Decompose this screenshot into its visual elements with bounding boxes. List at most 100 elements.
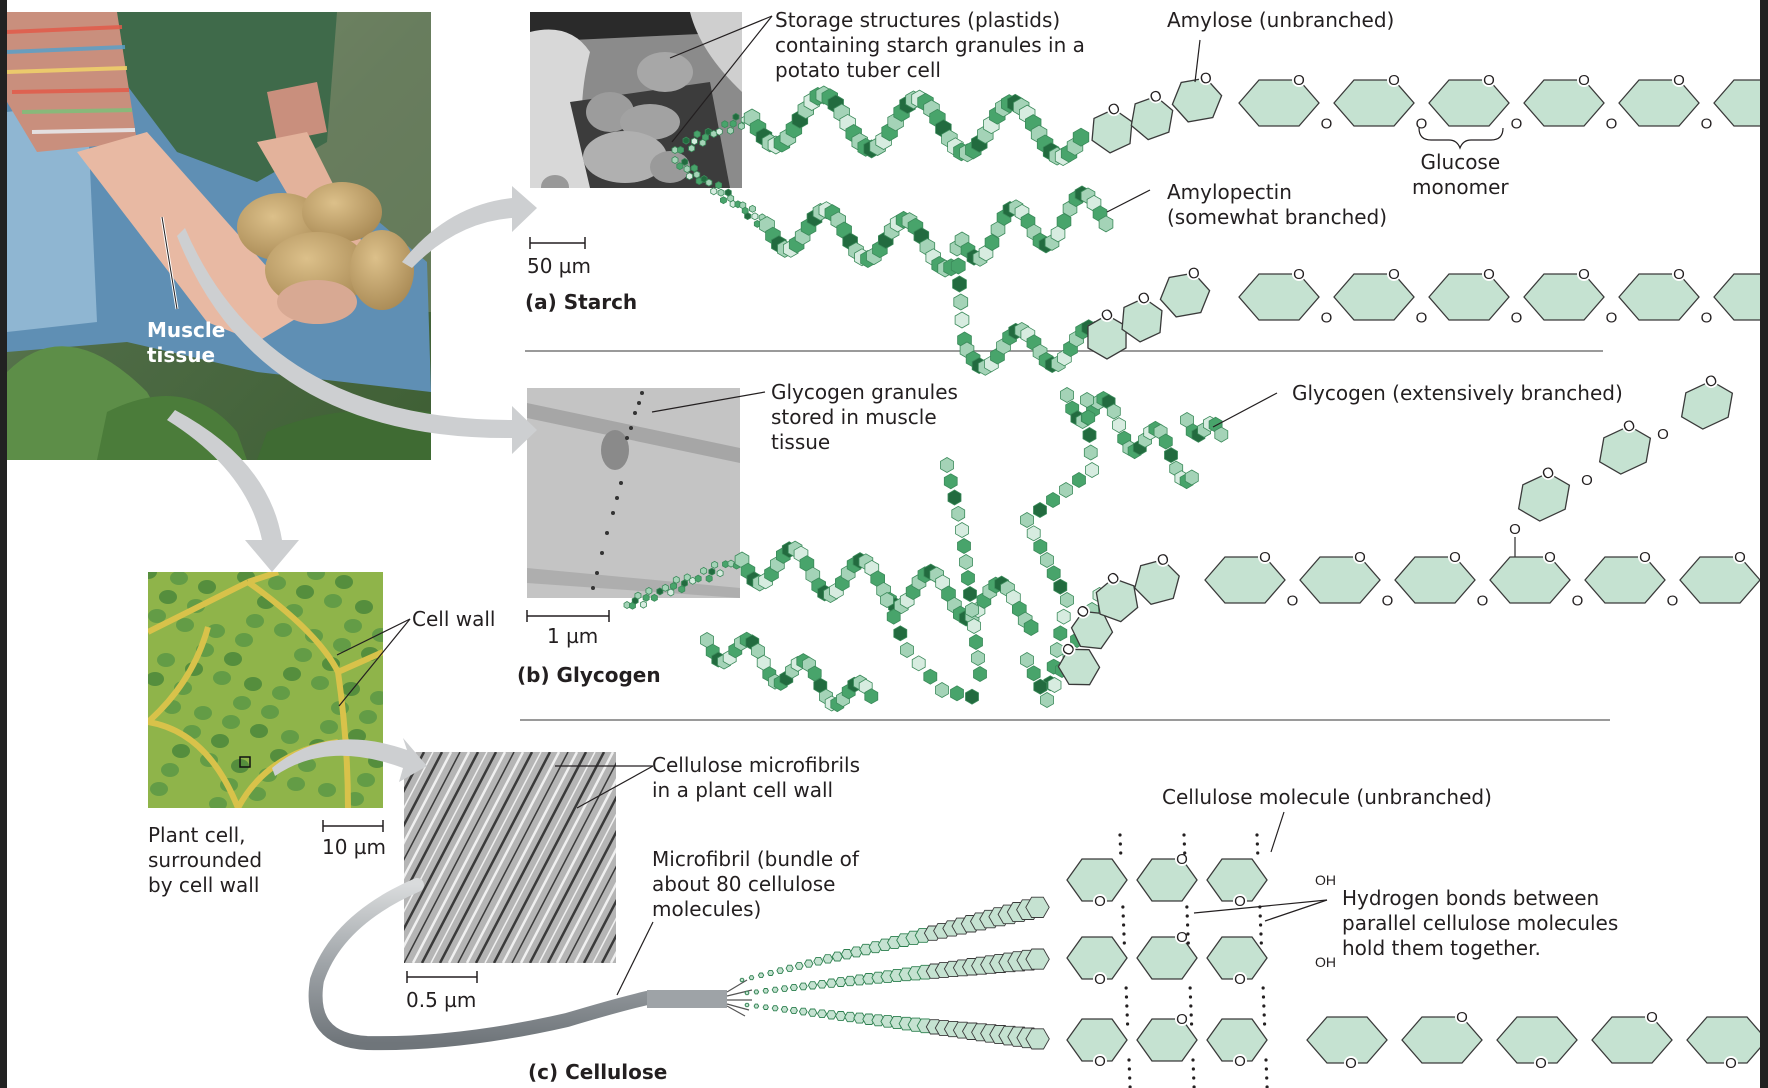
glucose-bead (911, 655, 926, 672)
glucose-ring: O (1686, 1016, 1760, 1072)
glucose-bead (1072, 472, 1086, 488)
ring-oxygen-atom: O (1094, 1053, 1106, 1070)
glycosidic-oxygen: O (1509, 521, 1521, 538)
glucose-bead (1040, 692, 1054, 708)
glucose-bead (1214, 426, 1229, 443)
glucose-bead (1080, 392, 1094, 408)
ring-oxygen-atom: O (1259, 549, 1271, 566)
glucose-ring: O (1333, 266, 1415, 321)
glucose-bead (1072, 127, 1090, 147)
glycogen-micrograph-callout: Glycogen granules stored in muscle tissu… (771, 380, 958, 454)
glycosidic-oxygen: O (1511, 310, 1523, 327)
ring-oxygen-atom: O (1345, 1055, 1357, 1072)
ring-oxygen-atom: O (1234, 893, 1246, 910)
glucose-bead (961, 570, 975, 586)
glucose-bead (1056, 213, 1072, 230)
glycogen-molecule-label: Glycogen (extensively branched) (1292, 381, 1623, 405)
amylose-label: Amylose (unbranched) (1167, 8, 1395, 32)
glucose-bead (720, 196, 727, 205)
glucose-ring: O (1591, 1009, 1673, 1064)
glucose-ring: O (1584, 549, 1666, 604)
glucose-ring: O (1134, 550, 1180, 606)
plant-cell-caption: Plant cell, surrounded by cell wall (148, 823, 263, 897)
glucose-bead (959, 554, 973, 570)
ring-oxygen-atom: O (1673, 266, 1685, 283)
glucose-ring: O (1394, 549, 1476, 604)
glycogen-panel-label: (b) Glycogen (517, 663, 661, 687)
glucose-bead (670, 582, 677, 591)
glucose-bead (967, 618, 981, 634)
zoom-region-box (239, 756, 251, 768)
glycogen-chain-main (734, 540, 1039, 636)
glucose-bead (727, 559, 735, 568)
glucose-ring: O (1299, 549, 1381, 604)
glucose-bead (751, 212, 759, 221)
glycosidic-oxygen: O (1667, 593, 1679, 610)
glucose-ring: O (1206, 858, 1268, 910)
glucose-bead (1112, 417, 1126, 434)
glucose-bead (1033, 502, 1047, 518)
starch-micrograph-callout: Storage structures (plastids) containing… (775, 8, 1085, 82)
glycogen-scale-label: 1 µm (547, 624, 599, 648)
glucose-ring: O (1136, 851, 1198, 902)
glucose-ring: O (1070, 602, 1114, 650)
glycosidic-oxygen: O (1511, 116, 1523, 133)
glucose-ring: O (1428, 72, 1510, 127)
glucose-bead (1164, 447, 1178, 464)
glycosidic-oxygen: O (1606, 310, 1618, 327)
glucose-bead (950, 257, 966, 275)
glucose-ring: O (1171, 69, 1223, 123)
glucose-bead (965, 602, 979, 618)
glucose-ring: O (1523, 72, 1605, 127)
ring-oxygen-atom: O (1094, 893, 1106, 910)
glucose-ring: O (1333, 72, 1415, 127)
divider-glycogen-cellulose (520, 719, 1610, 721)
glucose-bead (1047, 677, 1062, 693)
hydrogen-bonds-label: Hydrogen bonds between parallel cellulos… (1342, 886, 1619, 960)
glucose-ring: O (1087, 305, 1127, 360)
glucose-ring: O (1238, 266, 1320, 321)
glucose-ring: O (1517, 463, 1571, 522)
glucose-bead (1098, 215, 1114, 233)
glucose-bead (686, 172, 693, 181)
glucose-bead (1020, 512, 1034, 528)
figure-canvas: Muscle tissue (7, 0, 1760, 1088)
cellulose-microfibrils-label: Cellulose microfibrils in a plant cell w… (652, 753, 861, 802)
ring-oxygen-atom: O (1293, 266, 1305, 283)
plant-cell-scale-bar (322, 820, 384, 832)
glycosidic-oxygen: O (1657, 426, 1669, 443)
ring-oxygen-atom: O (1199, 69, 1213, 88)
glucose-bead (963, 586, 977, 602)
glucose-bead (749, 204, 756, 213)
glycosidic-oxygen: O (1606, 116, 1618, 133)
glucose-ring: O (1489, 549, 1571, 604)
amylose-chain (743, 85, 1090, 167)
amylopectin-branch-upper (954, 185, 1114, 267)
glucose-bead (900, 642, 914, 658)
glucose-ring: O (1713, 273, 1760, 321)
glucose-bead (973, 666, 987, 682)
glucose-bead (1081, 409, 1096, 426)
glucose-bead (864, 688, 879, 705)
glucose-bead (717, 188, 725, 197)
glucose-bead (710, 187, 718, 196)
glucose-bead (671, 156, 679, 164)
ring-oxygen-atom: O (1293, 72, 1305, 89)
ring-oxygen-atom: O (1388, 72, 1400, 89)
microfibril-cable (308, 878, 753, 1051)
ring-oxygen-atom: O (1544, 549, 1556, 566)
glucose-ring: O (1679, 549, 1760, 604)
glucose-bead (947, 489, 962, 506)
glucose-bead (954, 311, 970, 329)
glucose-bead (1056, 608, 1071, 625)
glycogen-branch-4 (700, 631, 879, 713)
glucose-ring: O (1206, 936, 1268, 988)
glucose-ring: O (1136, 929, 1198, 980)
glucose-ring: O (1130, 87, 1174, 141)
glucose-bead (1040, 552, 1054, 568)
glucose-bead (1046, 492, 1060, 508)
glucose-bead (952, 275, 967, 293)
glucose-ring: O (1618, 72, 1700, 127)
glucose-bead (645, 587, 653, 595)
